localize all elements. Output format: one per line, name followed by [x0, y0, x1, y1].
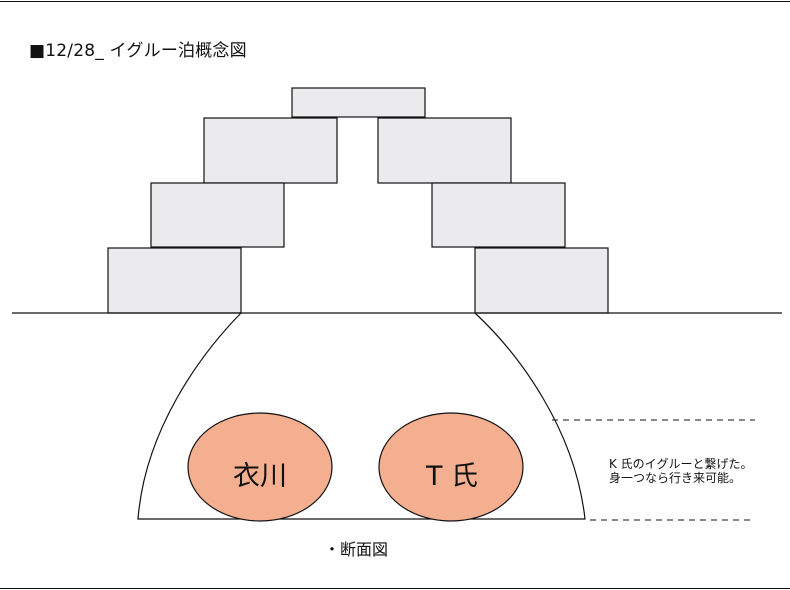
snow-block-right-3	[474, 247, 609, 314]
section-caption: ・断面図	[324, 540, 389, 559]
note-line-2: 身一つなら行き来可能。	[609, 471, 742, 485]
sleeper-kinukawa	[187, 412, 333, 522]
snow-block-left-2	[150, 182, 285, 248]
snow-block-left-3	[107, 247, 242, 314]
note-line-1: K 氏のイグルーと繋げた。	[609, 457, 753, 471]
occupant-label-1: 衣川	[233, 461, 287, 492]
pit-outline	[137, 312, 586, 520]
snow-block-left-1	[203, 117, 338, 184]
diagram-title: ■12/28_ イグルー泊概念図	[29, 41, 247, 61]
snow-block-right-2	[431, 182, 566, 248]
sleeper-t	[378, 412, 524, 522]
snow-block-right-1	[377, 117, 512, 184]
occupant-label-2: T 氏	[425, 461, 479, 492]
snow-blocks	[107, 87, 609, 314]
snow-block-top	[291, 87, 426, 118]
